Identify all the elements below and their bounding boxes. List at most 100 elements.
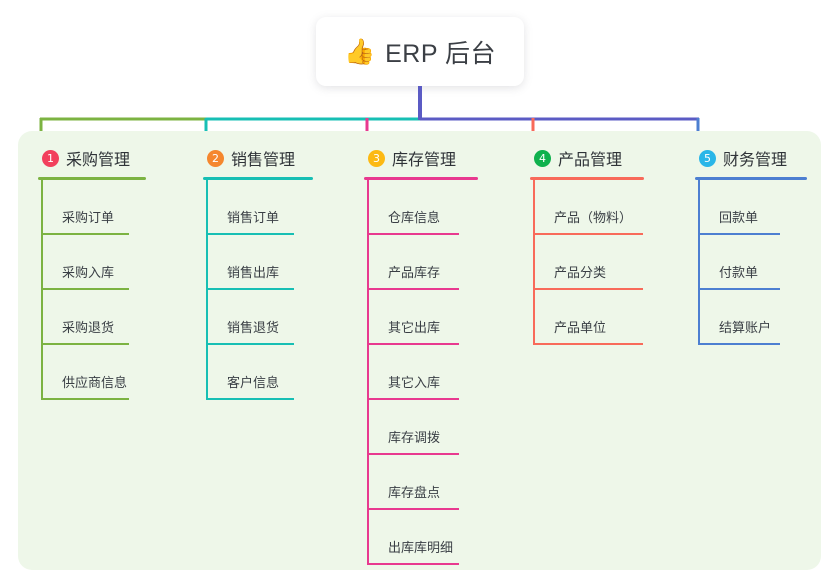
branch-item-rule bbox=[367, 453, 459, 455]
branch-spine bbox=[367, 180, 369, 565]
branch-item-rule bbox=[367, 343, 459, 345]
branch-title: 产品管理 bbox=[558, 152, 623, 169]
branch-item-label: 产品分类 bbox=[554, 265, 607, 280]
branches-panel bbox=[18, 131, 821, 570]
branch-item[interactable]: 销售退货 bbox=[203, 290, 313, 345]
branch-item-label: 其它出库 bbox=[388, 320, 441, 335]
branch-item-rule bbox=[206, 343, 294, 345]
branch-item-rule bbox=[41, 233, 129, 235]
thumbs-up-icon: 👍 bbox=[343, 38, 376, 66]
branch-header-2[interactable]: 2 销售管理 bbox=[203, 145, 313, 171]
branch-item-label: 库存调拨 bbox=[388, 430, 441, 445]
branch-header-rule bbox=[203, 177, 313, 180]
branch-item-label: 客户信息 bbox=[227, 375, 280, 390]
branch-item[interactable]: 库存调拨 bbox=[364, 400, 478, 455]
branch-item[interactable]: 供应商信息 bbox=[38, 345, 146, 400]
branch-item[interactable]: 付款单 bbox=[695, 235, 807, 290]
branch-column-4: 4 产品管理产品（物料） 产品分类产品单位 bbox=[530, 145, 644, 345]
branch-item[interactable]: 产品单位 bbox=[530, 290, 644, 345]
branch-number-badge: 4 bbox=[534, 149, 551, 167]
branch-item-label: 采购订单 bbox=[62, 210, 115, 225]
branch-spine bbox=[206, 180, 208, 400]
branch-title: 采购管理 bbox=[66, 152, 131, 169]
branch-item-rule bbox=[41, 398, 129, 400]
branch-item-rule bbox=[533, 233, 643, 235]
root-node-card[interactable]: 👍 ERP 后台 bbox=[316, 17, 524, 86]
branch-item-label: 产品（物料） bbox=[554, 210, 633, 225]
branch-item[interactable]: 采购订单 bbox=[38, 180, 146, 235]
branch-item[interactable]: 采购退货 bbox=[38, 290, 146, 345]
branch-item[interactable]: 产品分类 bbox=[530, 235, 644, 290]
branch-item-rule bbox=[367, 398, 459, 400]
branch-item-rule bbox=[206, 233, 294, 235]
branch-item-label: 付款单 bbox=[719, 265, 759, 280]
branch-item[interactable]: 产品库存 bbox=[364, 235, 478, 290]
branch-item-rule bbox=[698, 288, 780, 290]
branch-item-label: 采购入库 bbox=[62, 265, 115, 280]
branch-spine bbox=[698, 180, 700, 345]
branch-item-rule bbox=[41, 288, 129, 290]
branch-item[interactable]: 产品（物料） bbox=[530, 180, 644, 235]
branch-item[interactable]: 其它入库 bbox=[364, 345, 478, 400]
branch-item-label: 库存盘点 bbox=[388, 485, 441, 500]
branch-item-label: 采购退货 bbox=[62, 320, 115, 335]
branch-item-rule bbox=[533, 343, 643, 345]
branch-header-5[interactable]: 5 财务管理 bbox=[695, 145, 807, 171]
branch-item-rule bbox=[206, 398, 294, 400]
branch-title: 财务管理 bbox=[723, 152, 788, 169]
branch-item-label: 销售出库 bbox=[227, 265, 280, 280]
branch-column-5: 5 财务管理回款单付款单结算账户 bbox=[695, 145, 807, 345]
branch-number-badge: 3 bbox=[368, 149, 385, 167]
branch-header-4[interactable]: 4 产品管理 bbox=[530, 145, 644, 171]
branch-item-rule bbox=[533, 288, 643, 290]
branch-item[interactable]: 销售出库 bbox=[203, 235, 313, 290]
branch-column-2: 2 销售管理销售订单销售出库销售退货客户信息 bbox=[203, 145, 313, 400]
branch-item[interactable]: 客户信息 bbox=[203, 345, 313, 400]
branch-item[interactable]: 回款单 bbox=[695, 180, 807, 235]
branch-item-label: 仓库信息 bbox=[388, 210, 441, 225]
branch-column-3: 3 库存管理仓库信息产品库存其它出库其它入库库存调拨库存盘点出库库明细 bbox=[364, 145, 478, 565]
branch-item-rule bbox=[206, 288, 294, 290]
branch-header-1[interactable]: 1 采购管理 bbox=[38, 145, 146, 171]
branch-number-badge: 2 bbox=[207, 149, 224, 167]
branch-item-rule bbox=[367, 508, 459, 510]
branch-item-rule bbox=[41, 343, 129, 345]
branch-item[interactable]: 出库库明细 bbox=[364, 510, 478, 565]
branch-header-3[interactable]: 3 库存管理 bbox=[364, 145, 478, 171]
branch-title: 销售管理 bbox=[231, 152, 296, 169]
branch-number-badge: 1 bbox=[42, 149, 59, 167]
branch-item-list: 产品（物料） 产品分类产品单位 bbox=[530, 180, 644, 345]
branch-item-rule bbox=[698, 233, 780, 235]
branch-item-label: 销售订单 bbox=[227, 210, 280, 225]
branch-item-rule bbox=[698, 343, 780, 345]
branch-item-label: 产品单位 bbox=[554, 320, 607, 335]
branch-item-rule bbox=[367, 288, 459, 290]
branch-item-label: 结算账户 bbox=[719, 320, 772, 335]
branch-header-rule bbox=[695, 177, 807, 180]
root-node-title: ERP 后台 bbox=[385, 39, 497, 68]
branch-header-rule bbox=[364, 177, 478, 180]
branch-item-list: 回款单付款单结算账户 bbox=[695, 180, 807, 345]
branch-item-rule bbox=[367, 563, 459, 565]
branch-spine bbox=[533, 180, 535, 345]
branch-column-1: 1 采购管理采购订单采购入库采购退货供应商信息 bbox=[38, 145, 146, 400]
branch-item[interactable]: 销售订单 bbox=[203, 180, 313, 235]
branch-spine bbox=[41, 180, 43, 400]
branch-item-label: 其它入库 bbox=[388, 375, 441, 390]
branch-item-label: 回款单 bbox=[719, 210, 759, 225]
branch-item-list: 采购订单采购入库采购退货供应商信息 bbox=[38, 180, 146, 400]
branch-item[interactable]: 库存盘点 bbox=[364, 455, 478, 510]
branch-item-rule bbox=[367, 233, 459, 235]
branch-item-label: 销售退货 bbox=[227, 320, 280, 335]
branch-item-label: 供应商信息 bbox=[62, 375, 128, 390]
branch-item[interactable]: 结算账户 bbox=[695, 290, 807, 345]
branch-item[interactable]: 其它出库 bbox=[364, 290, 478, 345]
branch-header-rule bbox=[38, 177, 146, 180]
branch-header-rule bbox=[530, 177, 644, 180]
branch-item[interactable]: 采购入库 bbox=[38, 235, 146, 290]
branch-number-badge: 5 bbox=[699, 149, 716, 167]
branch-item[interactable]: 仓库信息 bbox=[364, 180, 478, 235]
branch-item-label: 产品库存 bbox=[388, 265, 441, 280]
branch-item-label: 出库库明细 bbox=[388, 540, 454, 555]
branch-title: 库存管理 bbox=[392, 152, 457, 169]
